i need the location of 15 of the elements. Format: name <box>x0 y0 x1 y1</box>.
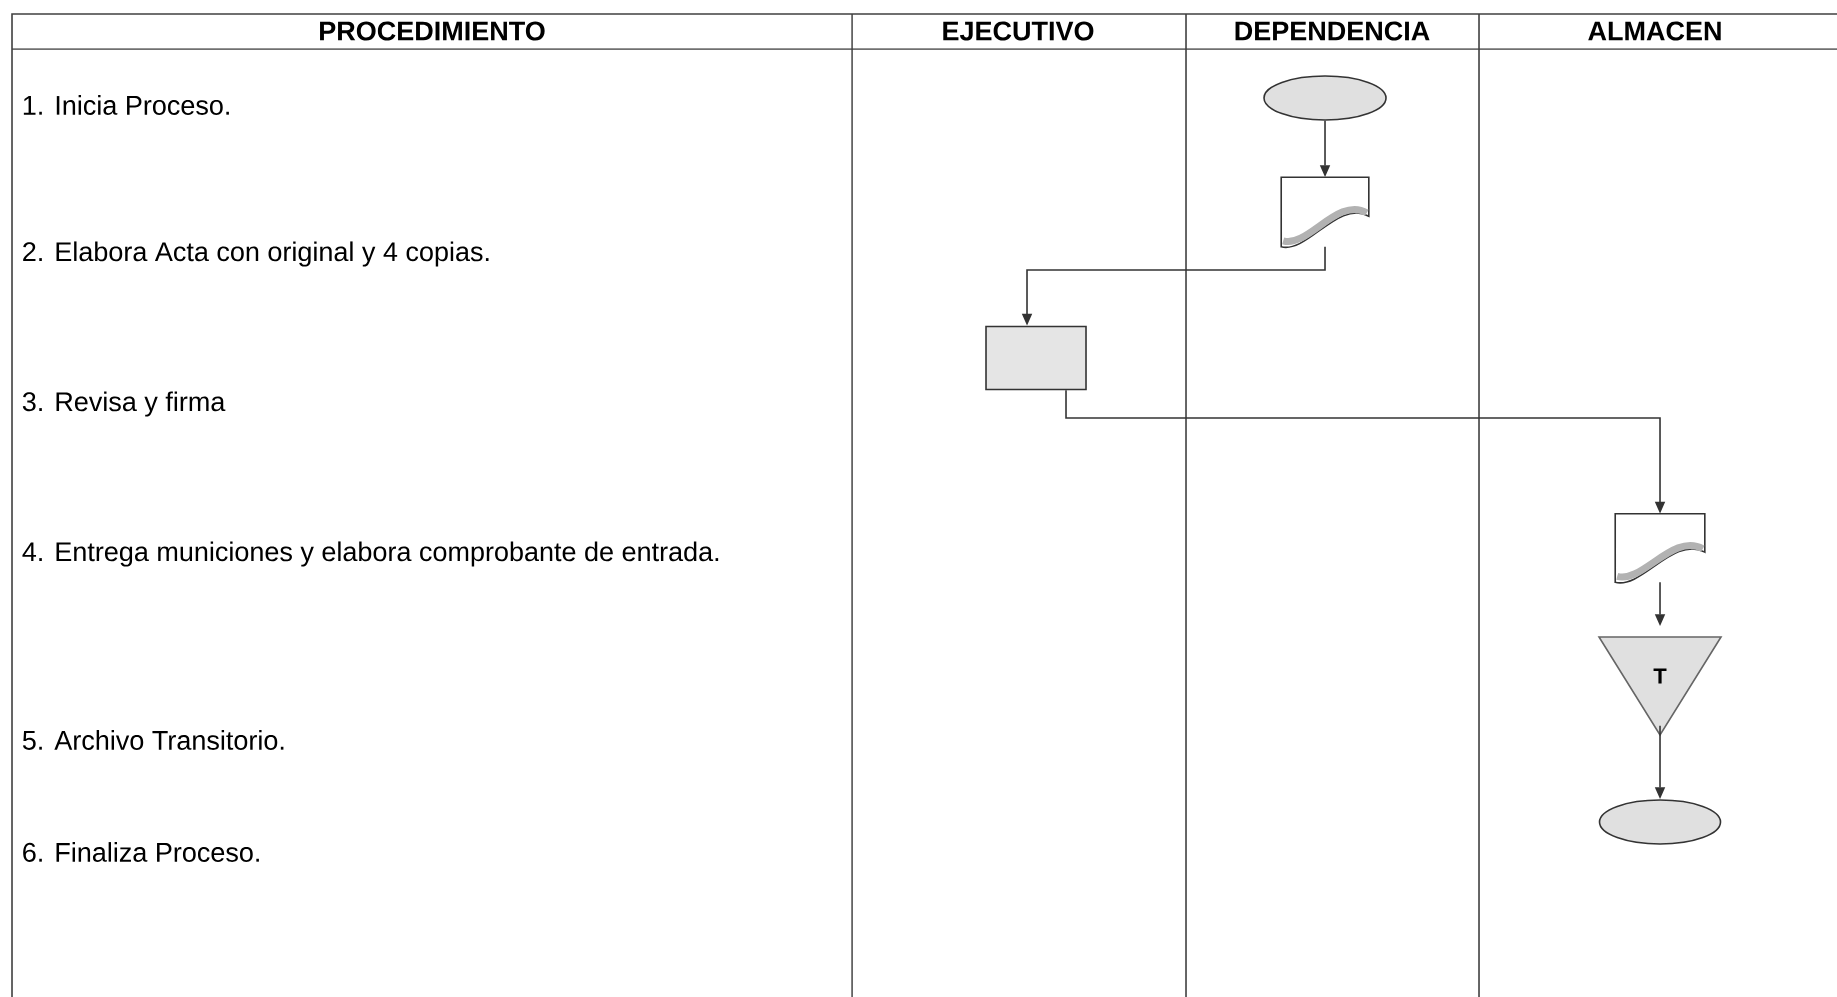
document-shape <box>1614 512 1706 584</box>
document-shape <box>1280 176 1370 249</box>
step-text: 1. Inicia Proceso. <box>23 95 229 115</box>
column-header: EJECUTIVO <box>943 21 1094 41</box>
column-header: ALMACEN <box>1588 21 1721 41</box>
step-text: 5. Archivo Transitorio. <box>22 730 284 750</box>
column-header: PROCEDIMIENTO <box>320 21 545 41</box>
step-text: 2. Elabora Acta con original y 4 copias. <box>23 241 489 267</box>
terminal-ellipse <box>1263 75 1387 121</box>
terminal-ellipse <box>1598 799 1722 845</box>
step-text: 6. Finaliza Proceso. <box>23 842 259 862</box>
step-text: 3. Revisa y firma <box>22 391 226 417</box>
process-box <box>985 325 1087 391</box>
column-header: DEPENDENCIA <box>1235 21 1430 41</box>
step-text: 4. Entrega municiones y elabora comprobante de entrada. <box>22 541 719 567</box>
